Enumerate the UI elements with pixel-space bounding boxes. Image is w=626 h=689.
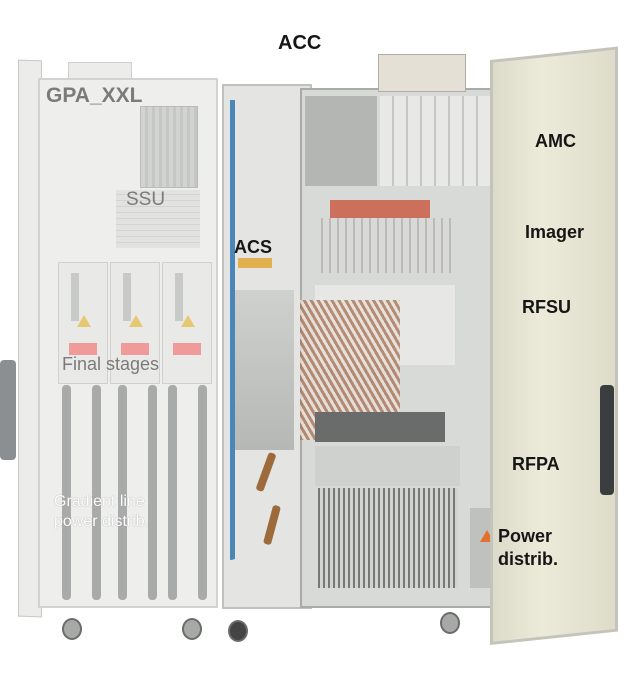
caster-wheel — [182, 618, 202, 640]
amc-rack — [380, 96, 490, 186]
right-door-handle — [600, 385, 614, 495]
ssu-label-plate — [116, 190, 200, 248]
final-stage-module — [110, 262, 160, 384]
label-imager: Imager — [525, 222, 585, 242]
label-final-stages: Final stages — [62, 354, 160, 374]
label-ssu: SSU — [126, 189, 166, 210]
caster-wheel — [62, 618, 82, 640]
acs-tag — [238, 258, 272, 268]
label-power-distrib: Power distrib. — [498, 525, 558, 570]
power-box — [470, 508, 492, 588]
label-gradient-line: Gradient line power distrib. — [54, 492, 149, 532]
imager-rack — [315, 218, 455, 273]
label-amc: AMC — [535, 131, 576, 151]
gradient-hose — [92, 385, 101, 600]
final-stage-module — [58, 262, 108, 384]
left-door-handle — [0, 360, 16, 460]
label-power-distrib-1: Power — [498, 526, 553, 546]
label-acc: ACC — [278, 32, 322, 54]
gradient-hose — [118, 385, 127, 600]
label-rfpa: RFPA — [512, 454, 560, 474]
cable-bundle — [305, 96, 377, 186]
caster-wheel — [440, 612, 460, 634]
gradient-hose — [198, 385, 207, 600]
caster-wheel — [228, 620, 248, 642]
ssu-board — [140, 106, 198, 188]
label-acs: ACS — [234, 237, 273, 257]
label-power-distrib-2: distrib. — [498, 548, 559, 569]
gradient-hose — [148, 385, 157, 600]
rfpa-panel-dark — [315, 412, 445, 442]
rfpa-panel — [315, 446, 460, 486]
acc-top-box — [378, 54, 466, 92]
label-gradient-line-2: power distrib. — [54, 513, 150, 530]
gradient-hose — [168, 385, 177, 600]
warning-icon — [129, 315, 143, 327]
warning-icon — [181, 315, 195, 327]
label-gpa-xxl: GPA_XXL — [46, 84, 143, 107]
acs-panel — [234, 290, 294, 450]
label-gradient-line-1: Gradient line — [54, 493, 145, 510]
final-stage-module — [162, 262, 212, 384]
red-cable-bundle — [330, 200, 430, 218]
label-rfsu: RFSU — [522, 297, 571, 317]
blue-cable — [230, 100, 242, 560]
warning-icon — [77, 315, 91, 327]
gradient-hose — [62, 385, 71, 600]
power-grille — [318, 488, 458, 588]
